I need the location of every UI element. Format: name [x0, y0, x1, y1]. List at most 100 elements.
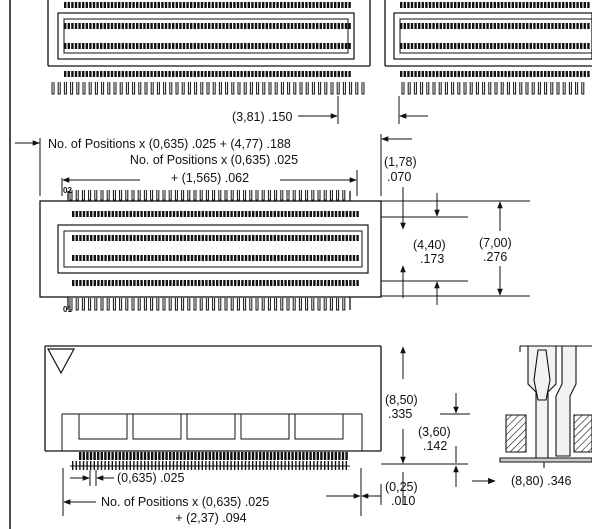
contact-pin: [179, 452, 183, 460]
edge-dim-inch: .070: [387, 170, 411, 184]
contact-tooth: [204, 2, 207, 8]
contact-pin: [306, 461, 308, 470]
contact-tooth: [96, 71, 99, 77]
contact-tooth: [298, 2, 301, 8]
contact-tooth: [344, 2, 348, 8]
contact-tooth: [172, 235, 176, 241]
contact-tooth: [533, 23, 536, 29]
contact-tooth: [90, 235, 93, 241]
solder-tail: [519, 82, 523, 95]
contact-tooth: [197, 43, 200, 49]
contact-tooth: [518, 23, 522, 29]
contact-tooth: [128, 23, 132, 29]
contact-tooth: [161, 43, 164, 49]
contact-tooth: [67, 2, 70, 8]
solder-tail: [575, 82, 579, 95]
solder-tail: [162, 190, 166, 201]
contact-pin: [86, 461, 88, 470]
contact-tooth: [518, 43, 522, 49]
solder-tail: [500, 82, 504, 95]
solder-tail: [311, 298, 315, 311]
contact-tooth: [269, 71, 272, 77]
contact-tooth: [226, 255, 230, 261]
contact-tooth: [457, 2, 460, 8]
contact-tooth: [229, 71, 232, 77]
solder-tail: [420, 82, 424, 95]
solder-tail: [401, 82, 405, 95]
contact-pin: [230, 461, 232, 470]
contact-tooth: [316, 255, 320, 261]
contact-tooth: [92, 71, 96, 77]
solder-tail: [286, 190, 290, 201]
contact-tooth: [334, 235, 338, 241]
contact-tooth: [504, 71, 507, 77]
solder-tail: [311, 190, 315, 201]
contact-tooth: [212, 255, 215, 261]
contact-tooth: [143, 43, 146, 49]
solder-tail: [262, 82, 266, 95]
contact-tooth: [187, 235, 190, 241]
contact-tooth: [269, 43, 272, 49]
solder-tail: [75, 190, 79, 201]
contact-pin: [122, 461, 124, 470]
contact-pin: [223, 461, 225, 470]
contact-tooth: [536, 23, 540, 29]
contact-tooth: [312, 43, 315, 49]
contact-tooth: [273, 235, 276, 241]
contact-tooth: [428, 2, 432, 8]
contact-tooth: [508, 71, 511, 77]
contact-tooth: [234, 255, 237, 261]
contact-tooth: [136, 71, 139, 77]
contact-tooth: [536, 43, 540, 49]
contact-tooth: [432, 23, 435, 29]
contact-tooth: [414, 2, 417, 8]
contact-tooth: [234, 280, 237, 286]
contact-tooth: [454, 23, 457, 29]
contact-tooth: [230, 255, 233, 261]
contact-tooth: [86, 280, 89, 286]
solder-tail: [81, 298, 85, 311]
contact-pin: [259, 452, 262, 460]
solder-tail: [323, 190, 327, 201]
contact-tooth: [313, 211, 316, 217]
contact-tooth: [86, 211, 89, 217]
contact-tooth: [198, 280, 201, 286]
contact-tooth: [265, 71, 268, 77]
contact-tooth: [230, 280, 233, 286]
contact-pin: [162, 461, 164, 470]
solder-tail: [131, 298, 135, 311]
contact-tooth: [233, 2, 236, 8]
contact-pin: [104, 452, 107, 460]
top-view: [47, 0, 592, 124]
contact-tooth: [446, 2, 450, 8]
contact-pin: [201, 452, 204, 460]
solder-tail: [544, 82, 548, 95]
contact-tooth: [298, 71, 301, 77]
contact-tooth: [128, 71, 132, 77]
slot-dim-inch: .173: [420, 252, 444, 266]
solder-tail: [193, 190, 197, 201]
contact-tooth: [486, 2, 489, 8]
contact-pin: [136, 452, 139, 460]
contact-tooth: [90, 280, 93, 286]
contact-tooth: [258, 2, 261, 8]
contact-tooth: [461, 23, 464, 29]
contact-tooth: [522, 23, 525, 29]
contact-tooth: [150, 43, 153, 49]
contact-pin: [140, 461, 142, 470]
contact-tooth: [79, 280, 82, 286]
contact-pin: [273, 461, 275, 470]
contact-tooth: [511, 23, 514, 29]
contact-pin: [143, 452, 147, 460]
contact-tooth: [587, 2, 590, 8]
contact-tooth: [475, 2, 478, 8]
contact-tooth: [457, 71, 460, 77]
contact-tooth: [154, 23, 157, 29]
solder-tail: [132, 82, 136, 95]
height-dim-metric: (8,50): [385, 393, 418, 407]
contact-tooth: [319, 23, 322, 29]
contact-tooth: [247, 2, 250, 8]
contact-tooth: [265, 23, 268, 29]
contact-tooth: [341, 43, 344, 49]
contact-tooth: [169, 211, 172, 217]
